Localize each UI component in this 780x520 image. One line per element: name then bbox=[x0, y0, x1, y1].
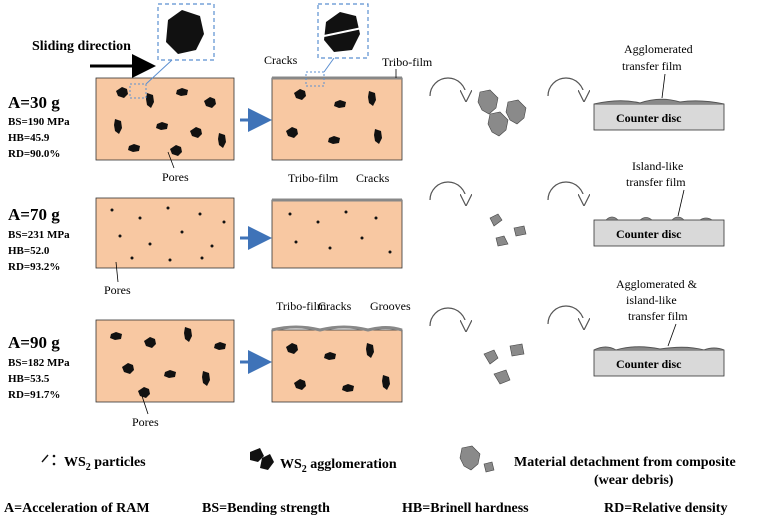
row-3-film-label-3: transfer film bbox=[628, 309, 688, 323]
row-1-detach-arrow bbox=[429, 77, 466, 96]
row-3: A=90 g BS=182 MPa HB=53.5 RD=91.7% Pores… bbox=[8, 277, 725, 429]
row-2-counter-disc bbox=[593, 219, 725, 247]
row-3-bs: BS=182 MPa bbox=[8, 357, 70, 369]
row-3-transfer-arrow bbox=[547, 305, 584, 324]
ws2-particles-icon bbox=[41, 454, 56, 466]
row-2-detach-arrow bbox=[429, 181, 466, 200]
row-1-film-label-2: transfer film bbox=[622, 59, 682, 73]
row-3-worn-block bbox=[271, 329, 403, 403]
row-1-wear-debris bbox=[477, 89, 527, 137]
row-2-wear-debris bbox=[489, 213, 527, 247]
row-1-rd: RD=90.0% bbox=[8, 148, 60, 160]
row-2-counter-disc-label: Counter disc bbox=[616, 227, 682, 241]
row-2-worn-block bbox=[271, 199, 403, 269]
row-3-film-label-2: island-like bbox=[626, 293, 677, 307]
row-3-hb: HB=53.5 bbox=[8, 373, 50, 385]
sliding-direction-label: Sliding direction bbox=[32, 39, 131, 54]
row-1-hb: HB=45.9 bbox=[8, 132, 50, 144]
row-1-composite-block bbox=[95, 77, 235, 161]
row-1-counter-disc-label: Counter disc bbox=[616, 111, 682, 125]
row-1-bs: BS=190 MPa bbox=[8, 116, 70, 128]
row-1-transfer-film bbox=[593, 98, 725, 105]
abbr-bending-strength: BS=Bending strength bbox=[202, 501, 330, 516]
row-3-film-label-1: Agglomerated & bbox=[616, 277, 698, 291]
row-1-tribo-film-label: Tribo-film bbox=[382, 55, 433, 69]
row-2-bs: BS=231 MPa bbox=[8, 229, 70, 241]
row-2: A=70 g BS=231 MPa HB=52.0 RD=93.2% Pores… bbox=[8, 159, 725, 297]
ws2-agglomeration-icon bbox=[250, 448, 274, 470]
row-1-transfer-arrow bbox=[547, 77, 584, 96]
legend: WS2 particles WS2 agglomeration Material… bbox=[41, 445, 736, 488]
legend-wear-debris: (wear debris) bbox=[594, 473, 674, 488]
ws2-agglomerate-zoom bbox=[166, 10, 204, 54]
row-3-counter-disc-label: Counter disc bbox=[616, 357, 682, 371]
row-2-cracks-label: Cracks bbox=[356, 171, 390, 185]
legend-ws2-agglomeration: WS2 agglomeration bbox=[280, 457, 397, 475]
row-1-cracks-label: Cracks bbox=[264, 53, 298, 67]
row-1-pores-label: Pores bbox=[162, 170, 189, 184]
row-3-wear-debris bbox=[483, 343, 525, 385]
legend-material-detachment: Material detachment from composite bbox=[514, 455, 736, 470]
wear-debris-icon bbox=[459, 445, 495, 473]
row-2-transfer-arrow bbox=[547, 181, 584, 200]
row-3-grooves-label: Grooves bbox=[370, 299, 411, 313]
row-2-hb: HB=52.0 bbox=[8, 245, 50, 257]
abbr-acceleration: A=Acceleration of RAM bbox=[4, 501, 150, 516]
row-1-counter-disc bbox=[593, 103, 725, 131]
abbr-relative-density: RD=Relative density bbox=[604, 501, 727, 516]
row-3-rd: RD=91.7% bbox=[8, 389, 60, 401]
row-3-detach-arrow bbox=[429, 307, 466, 326]
legend-ws2-particles: WS2 particles bbox=[64, 455, 146, 473]
row-3-tribo-film bbox=[271, 325, 403, 332]
row-2-tribo-film-label: Tribo-film bbox=[288, 171, 339, 185]
row-2-rd: RD=93.2% bbox=[8, 261, 60, 273]
row-2-transfer-film bbox=[605, 216, 714, 221]
row-3-cracks-label: Cracks bbox=[318, 299, 352, 313]
row-1: A=30 g BS=190 MPa HB=45.9 RD=90.0% Pores bbox=[8, 3, 725, 184]
row-2-composite-block bbox=[95, 197, 235, 269]
row-1-zoom-box bbox=[129, 83, 147, 99]
row-1-zoom-line bbox=[145, 59, 173, 85]
abbr-brinell-hardness: HB=Brinell hardness bbox=[402, 501, 529, 516]
abbreviations: A=Acceleration of RAM BS=Bending strengt… bbox=[4, 501, 727, 516]
row-3-tribo-film-label: Tribo-film bbox=[276, 299, 327, 313]
row-3-acceleration: A=90 g bbox=[8, 333, 60, 352]
row-2-film-label-2: transfer film bbox=[626, 175, 686, 189]
row-2-pores-label: Pores bbox=[104, 283, 131, 297]
row-3-transfer-film bbox=[593, 346, 725, 351]
row-1-acceleration: A=30 g bbox=[8, 93, 60, 112]
row-3-counter-disc bbox=[593, 349, 725, 377]
row-3-pores-label: Pores bbox=[132, 415, 159, 429]
row-2-film-label-1: Island-like bbox=[632, 159, 683, 173]
row-1-film-label-1: Agglomerated bbox=[624, 42, 693, 56]
row-2-acceleration: A=70 g bbox=[8, 205, 60, 224]
row-1-worn-block bbox=[271, 77, 403, 161]
